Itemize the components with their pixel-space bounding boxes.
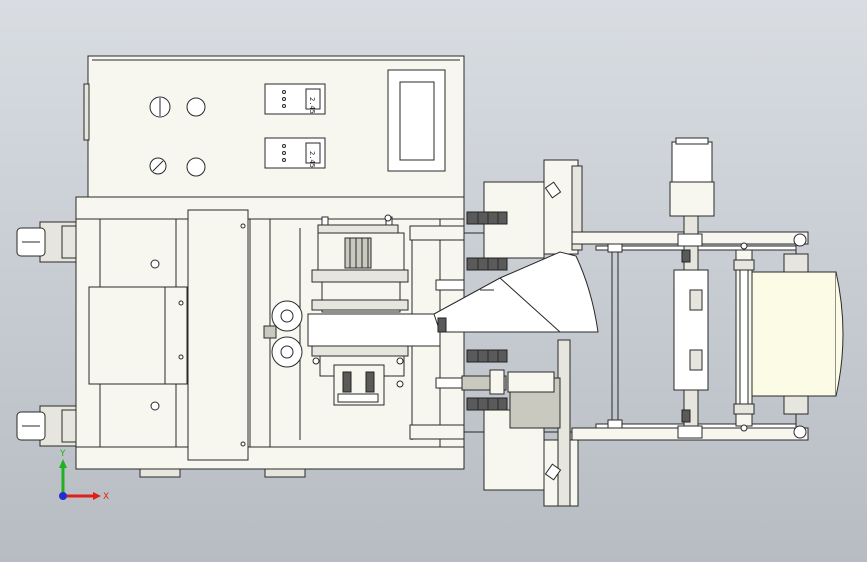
caster-bottom	[16, 405, 77, 447]
meter-bottom: 2.45	[264, 137, 326, 169]
meter-top-label: 2.45	[308, 97, 316, 114]
axis-y-label: Y	[59, 449, 66, 459]
edge-cylinders	[435, 279, 507, 395]
push-button-1[interactable]	[186, 97, 206, 117]
meter-top: 2.45	[264, 83, 326, 115]
axis-triad: Y X	[59, 449, 109, 502]
forming-plate	[433, 251, 599, 333]
sealing-jaw-lower	[466, 339, 579, 507]
left-compartments	[88, 209, 249, 461]
push-button-2[interactable]	[186, 157, 206, 177]
tension-roller	[733, 242, 755, 432]
axis-x-label: X	[103, 492, 109, 502]
film-roll	[751, 244, 844, 424]
drive-motor	[669, 137, 715, 439]
sealing-jaw-upper	[466, 159, 583, 271]
center-mechanism	[263, 214, 441, 448]
caster-top	[16, 221, 77, 263]
meter-bottom-label: 2.45	[308, 151, 316, 168]
control-panel: 2.45 2.45	[83, 55, 465, 198]
